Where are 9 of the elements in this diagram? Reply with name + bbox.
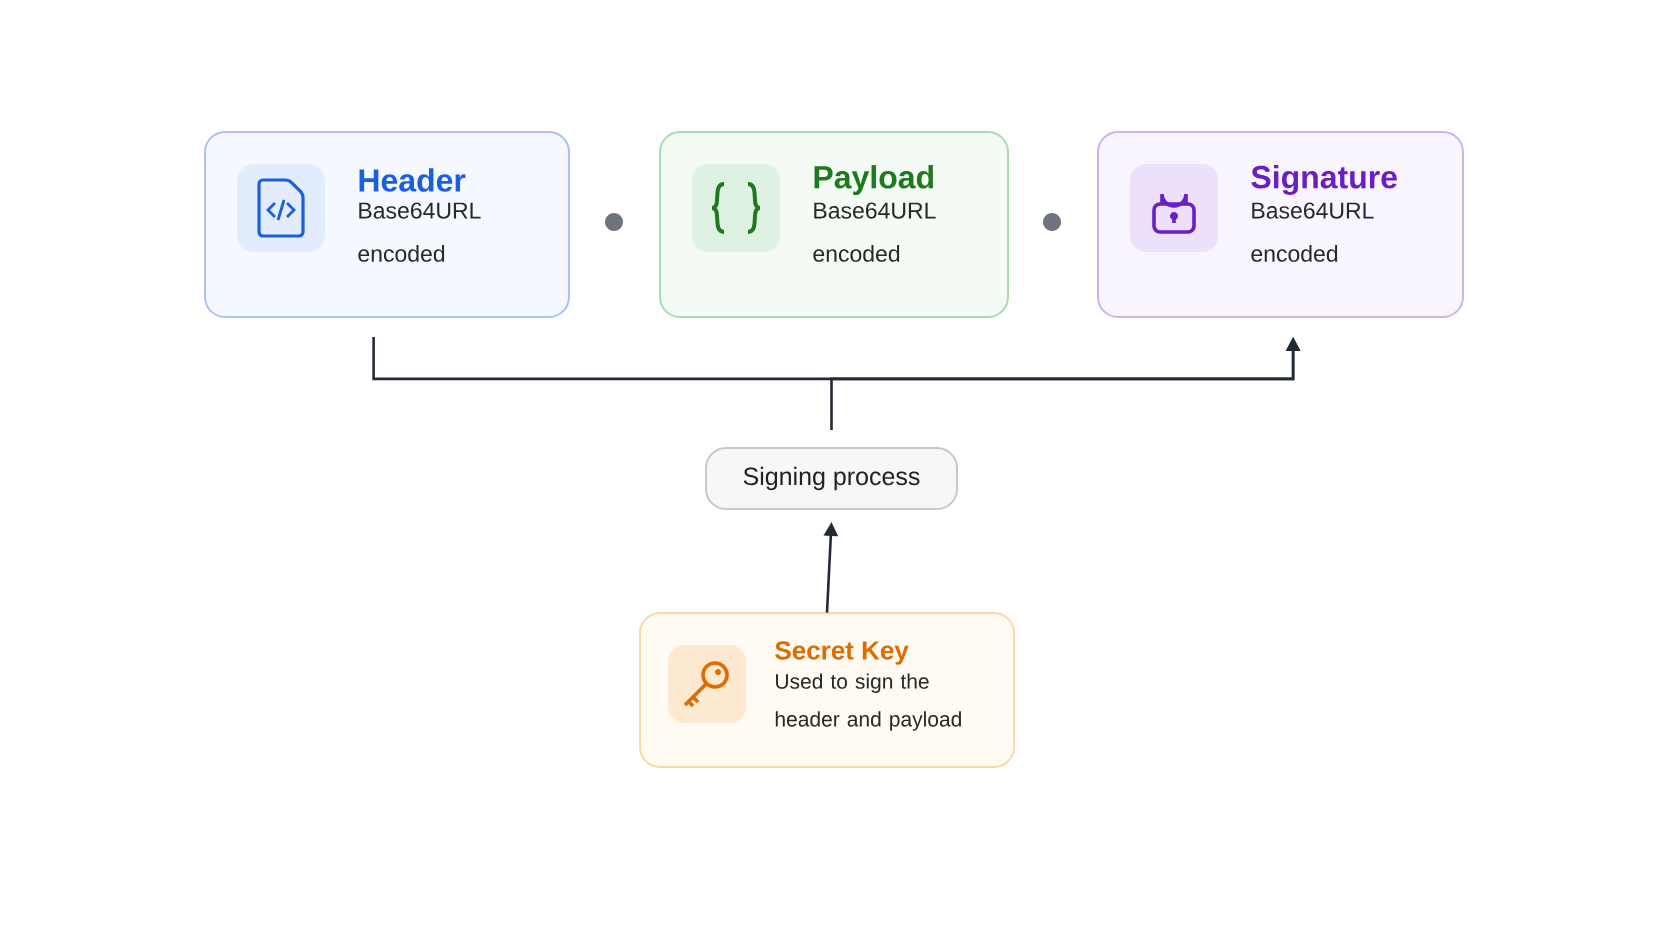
card-title: Payload: [814, 165, 933, 195]
card-text: Used to sign the header and payload: [775, 673, 961, 731]
card-text: Base64URL encoded: [1251, 202, 1374, 262]
card-title: Secret Key: [775, 641, 909, 665]
card-text: Base64URL encoded: [358, 202, 481, 262]
process-box: Signing process: [705, 447, 958, 510]
card-text: Base64URL encoded: [813, 202, 936, 262]
card-title: Signature: [1251, 165, 1397, 195]
card-title: Header: [359, 168, 466, 192]
